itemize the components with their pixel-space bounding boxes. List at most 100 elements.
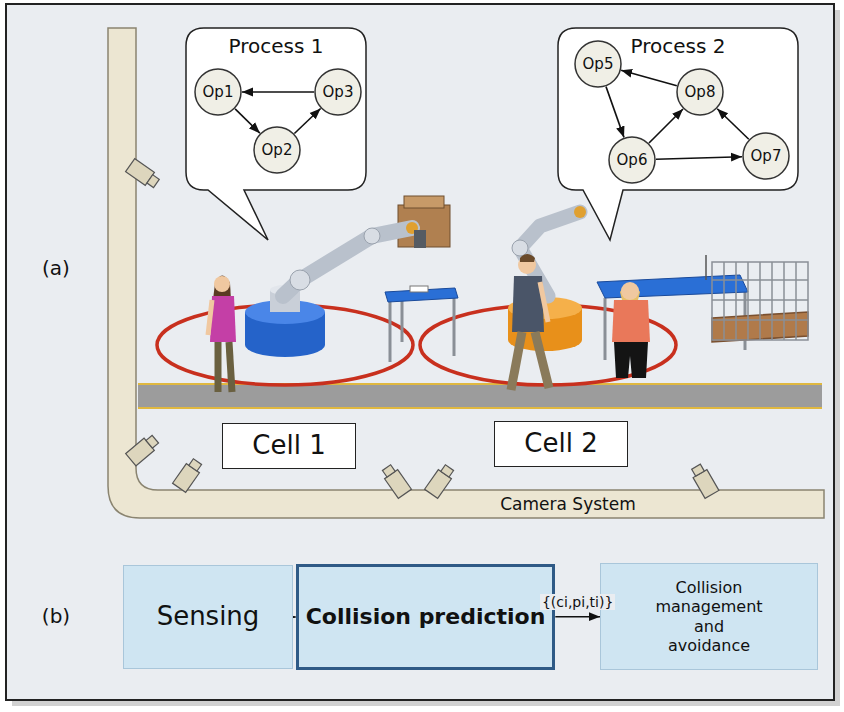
table (453, 296, 456, 356)
node-text: Op7 (751, 147, 782, 165)
robot-arm (290, 270, 310, 290)
node-text: Collision management and avoidance (651, 578, 767, 655)
camera (126, 433, 161, 466)
frame (6, 4, 840, 706)
process-box: Sensing (123, 565, 293, 669)
node-text: Op6 (617, 151, 648, 169)
frame (6, 4, 834, 700)
circle-outline (677, 69, 723, 115)
flow-arrow (656, 157, 742, 160)
operation-circle: Op6 (608, 136, 656, 184)
camera (126, 159, 161, 190)
node-text: Cell 2 (524, 428, 597, 459)
worker (511, 254, 549, 390)
worker (612, 300, 650, 342)
worker (208, 276, 236, 393)
process-title: Process 2 (631, 34, 726, 58)
table (389, 300, 392, 362)
track-label: Camera System (498, 494, 638, 514)
camera (441, 465, 454, 477)
table (410, 286, 428, 292)
worker (540, 282, 548, 322)
cell-label-box: Cell 2 (494, 421, 628, 466)
worker (214, 276, 230, 292)
node-text: Op2 (262, 141, 293, 159)
node-text: Sensing (157, 601, 260, 632)
robot-arm (283, 228, 412, 296)
camera (126, 159, 719, 499)
cage (705, 255, 707, 280)
cage (747, 262, 749, 340)
flow-arrow (235, 109, 260, 133)
walkway (138, 407, 822, 409)
worker (208, 300, 212, 335)
walkway (138, 384, 822, 408)
operation-circle: Op8 (676, 68, 724, 116)
robot-arm (364, 228, 380, 244)
bubble-outline (558, 28, 798, 240)
robot-arm (512, 240, 528, 256)
process-box: Collision management and avoidance (600, 563, 818, 670)
node-text: Op1 (203, 83, 234, 101)
robot-arm (574, 206, 586, 218)
cage (706, 255, 808, 342)
camera (382, 465, 395, 477)
cage (723, 262, 725, 340)
cage (712, 299, 808, 301)
camera (689, 463, 719, 499)
robot-arm (245, 222, 426, 357)
process-title: Process 1 (229, 34, 324, 58)
worker (621, 282, 639, 300)
camera (692, 464, 705, 476)
camera (147, 175, 159, 188)
operation-circle: Op2 (253, 126, 301, 174)
table (404, 196, 444, 208)
edge-label: {(ci,pi,ti)} (540, 594, 615, 610)
worker (215, 342, 222, 392)
robot-arm (508, 206, 586, 351)
node-text: Collision prediction (306, 604, 546, 630)
table (597, 275, 748, 298)
flow-arrow (717, 109, 749, 140)
flow-arrow (621, 70, 677, 85)
operation-circle: Op3 (314, 68, 362, 116)
cage (795, 262, 797, 340)
worker (612, 282, 650, 378)
table (604, 298, 607, 360)
cage (712, 262, 808, 340)
circle-outline (195, 69, 241, 115)
robot-arm (414, 230, 426, 248)
node-text: Cell 1 (252, 430, 325, 461)
process-bubble: Process 2 Op5Op8Op6 Op7 (558, 28, 798, 190)
worker (511, 332, 522, 390)
flow-arrow (293, 616, 296, 618)
camera (380, 463, 411, 498)
circle-outline (254, 127, 300, 173)
operation-circle: Op1 (194, 68, 242, 116)
cage (771, 262, 773, 340)
flow-arrow (242, 91, 314, 93)
camera-track (108, 28, 824, 518)
node-text: Op5 (583, 55, 614, 73)
cage (759, 262, 761, 340)
cage (783, 262, 785, 340)
walkway (138, 384, 822, 408)
flow-arrow (649, 109, 683, 143)
circle-outline (609, 137, 655, 183)
worker (535, 332, 549, 388)
cage (735, 262, 737, 340)
worker (520, 254, 535, 262)
cell-label-box: Cell 1 (222, 423, 356, 468)
circle-outline (575, 41, 621, 87)
cage (712, 319, 808, 321)
camera (189, 459, 202, 471)
camera (146, 435, 159, 448)
worker (614, 342, 648, 378)
table (401, 298, 404, 342)
circle-outline (315, 69, 361, 115)
cage (712, 279, 808, 281)
bubble-outline (186, 28, 366, 240)
node-text: Op3 (323, 83, 354, 101)
